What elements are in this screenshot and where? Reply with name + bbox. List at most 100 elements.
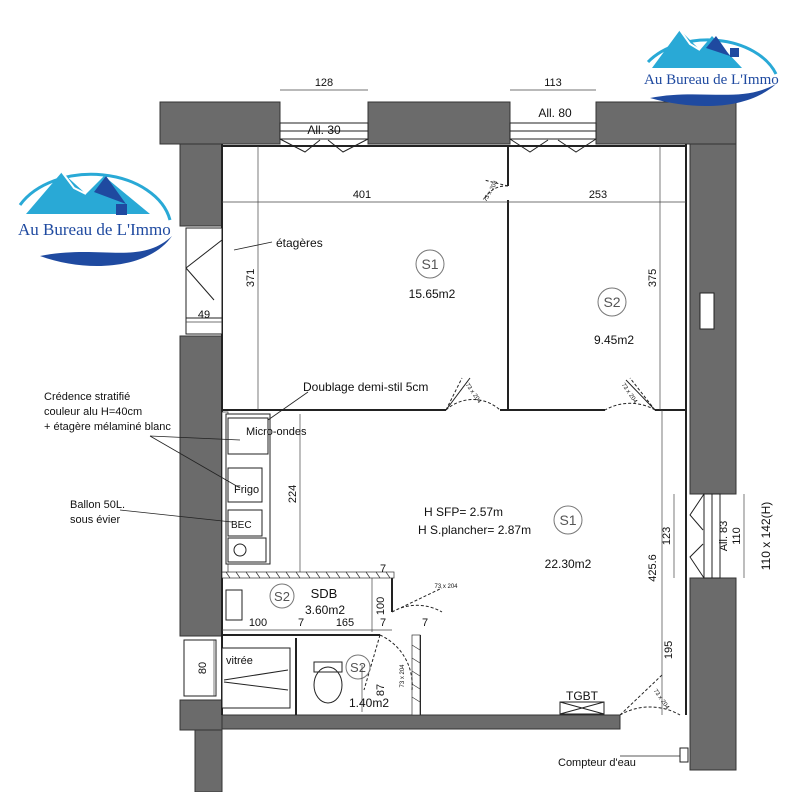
logo-left-wave	[40, 236, 172, 267]
chambre2-tag: S2	[603, 294, 620, 310]
label-ballon-2: sous évier	[70, 514, 120, 526]
sink[interactable]	[227, 537, 267, 563]
dim-128: 128	[315, 77, 333, 89]
door-size-top: 73 x 204	[483, 179, 500, 203]
dim-80: 80	[197, 662, 209, 674]
door-wc	[363, 634, 413, 691]
window-1-label: All. 30	[307, 123, 341, 137]
dim-371: 371	[245, 269, 257, 287]
label-credence-3: + étagère mélaminé blanc	[44, 421, 171, 433]
wc-area: 1.40m2	[349, 696, 389, 710]
sdb-name: SDB	[311, 586, 338, 601]
label-ballon-1: Ballon 50L.	[70, 499, 125, 511]
wall-right-lower	[689, 577, 737, 771]
dim-7a: 7	[380, 563, 386, 575]
vent-box	[699, 292, 715, 330]
dim-87: 87	[375, 684, 387, 696]
window-2-label: All. 80	[538, 106, 572, 120]
dim-123: 123	[661, 527, 673, 545]
sdb-tag: S2	[274, 589, 290, 604]
door-size-sdb: 73 x 204	[434, 584, 458, 590]
chambre1-tag: S1	[421, 256, 438, 272]
room-tags	[269, 249, 627, 680]
logo-top-wave	[650, 84, 776, 107]
wall-top-left	[159, 101, 281, 145]
label-micro: Micro-ondes	[246, 426, 307, 438]
logo-left-mountains	[26, 172, 150, 214]
doors	[363, 179, 681, 716]
toilet[interactable]	[313, 666, 343, 704]
logo-top-name: Au Bureau de L'Immo	[644, 72, 779, 88]
dim-100b: 100	[375, 597, 387, 615]
leader-lines	[119, 241, 680, 757]
wall-top-right	[595, 101, 737, 145]
label-compteur: Compteur d'eau	[558, 757, 636, 769]
label-credence-2: couleur alu H=40cm	[44, 406, 142, 418]
logo-left-arc	[18, 172, 172, 221]
wc-tag: S2	[350, 660, 366, 675]
dim-7b: 7	[298, 617, 304, 629]
door-sdb	[391, 587, 443, 613]
wall-bottom	[221, 714, 621, 730]
logo-top-right: Au Bureau de L'Immo	[644, 29, 779, 107]
window-3-size: 110 x 142(H)	[759, 502, 773, 570]
kitchen-counter[interactable]	[225, 413, 271, 565]
sejour-h-sfp: H SFP= 2.57m	[424, 505, 503, 519]
label-vitree: vitrée	[226, 655, 253, 667]
chambre2-area: 9.45m2	[594, 333, 634, 347]
window-3-label: All. 83	[718, 521, 730, 552]
shower-tray[interactable]	[221, 647, 291, 709]
dim-100a: 100	[249, 617, 267, 629]
fridge[interactable]	[227, 467, 263, 503]
door-bedroom2	[604, 377, 656, 411]
dim-195: 195	[663, 641, 675, 659]
walls	[159, 101, 737, 792]
microwave[interactable]	[227, 417, 269, 455]
sejour-h-plancher: H S.plancher= 2.87m	[418, 523, 531, 537]
dim-401: 401	[353, 189, 371, 201]
fixtures	[183, 227, 715, 763]
sejour-tag: S1	[559, 512, 576, 528]
bathroom-sink[interactable]	[225, 589, 243, 621]
dim-253: 253	[589, 189, 607, 201]
wall-top-mid	[367, 101, 511, 145]
label-bec: BEC	[231, 520, 252, 531]
dim-110: 110	[731, 527, 743, 545]
windows	[279, 122, 721, 579]
door-bedroom1	[445, 377, 501, 411]
dim-113: 113	[544, 77, 562, 89]
shower-side-panel	[183, 639, 217, 697]
label-tgbt: TGBT	[566, 689, 599, 703]
chambre1-area: 15.65m2	[409, 287, 456, 301]
door-entrance	[619, 674, 681, 716]
label-frigo: Frigo	[234, 484, 259, 496]
door-size-wc: 73 x 204	[400, 664, 406, 688]
wall-left-mid	[179, 335, 223, 637]
dim-7c: 7	[380, 617, 386, 629]
door-top	[483, 179, 509, 201]
sdb-area: 3.60m2	[305, 603, 345, 617]
water-meter[interactable]	[679, 747, 689, 763]
dim-49: 49	[198, 309, 210, 321]
dim-165: 165	[336, 617, 354, 629]
logo-left-name: Au Bureau de L'Immo	[18, 220, 171, 239]
dimension-lines	[186, 89, 745, 715]
dim-425: 425.6	[647, 554, 659, 582]
dim-224: 224	[287, 485, 299, 503]
door-size-bed1: 73 x 204	[464, 382, 482, 405]
label-credence-1: Crédence stratifié	[44, 391, 130, 403]
sejour-area: 22.30m2	[545, 557, 592, 571]
label-etageres: étagères	[276, 236, 323, 250]
boiler[interactable]	[227, 509, 263, 537]
label-doublage: Doublage demi-stil 5cm	[303, 380, 428, 394]
wall-left-lower	[179, 699, 223, 731]
logo-left: Au Bureau de L'Immo	[18, 171, 172, 267]
wall-left-bottom	[194, 729, 223, 792]
hatched-strips	[221, 411, 421, 716]
logo-left-window-icon	[116, 204, 127, 215]
dim-7d: 7	[422, 617, 428, 629]
dim-375: 375	[647, 269, 659, 287]
wall-left-upper	[179, 143, 223, 227]
logo-window-icon	[730, 48, 739, 57]
